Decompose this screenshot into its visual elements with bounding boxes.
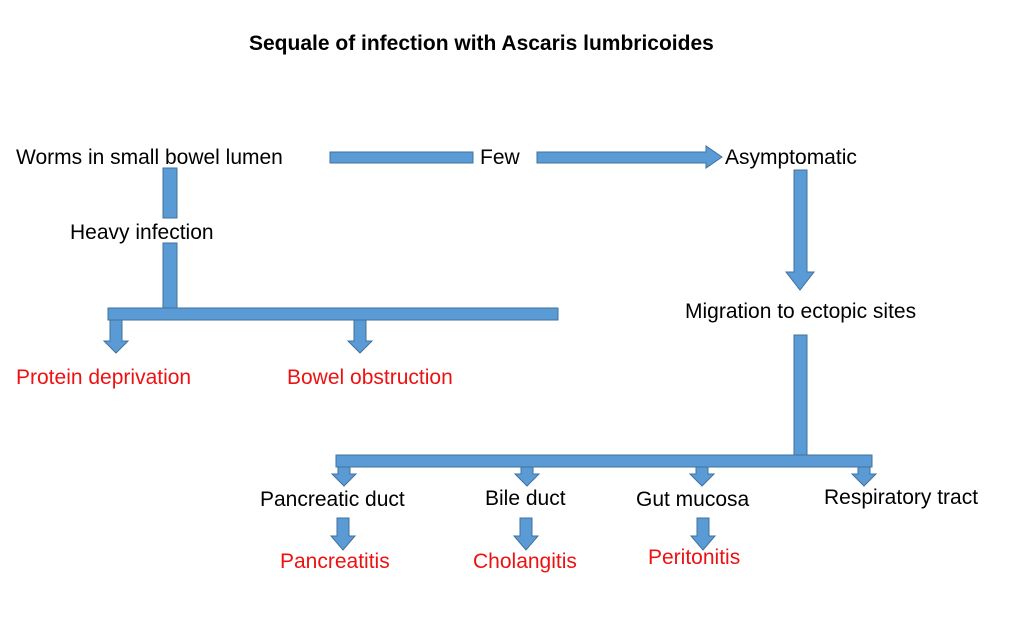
node-few: Few bbox=[480, 146, 520, 169]
arrow-few-to-asymptomatic bbox=[536, 145, 723, 169]
arrow-asymptomatic-to-migration bbox=[784, 169, 816, 291]
outcome-peritonitis: Peritonitis bbox=[648, 546, 741, 569]
node-migration-to-ectopic-sites: Migration to ectopic sites bbox=[685, 300, 917, 323]
connector-heavy-to-branch bbox=[162, 242, 178, 310]
node-gut-mucosa: Gut mucosa bbox=[636, 488, 750, 511]
outcome-bowel-obstruction: Bowel obstruction bbox=[287, 366, 453, 389]
arrow-to-peritonitis bbox=[689, 517, 717, 551]
node-worms-in-small-bowel-lumen: Worms in small bowel lumen bbox=[16, 146, 283, 169]
diagram-title: Sequale of infection with Ascaris lumbri… bbox=[249, 32, 714, 55]
connector-worms-to-heavy bbox=[162, 167, 178, 219]
arrow-to-cholangitis bbox=[512, 517, 540, 551]
arrow-to-pancreatic-duct bbox=[330, 466, 358, 487]
arrow-to-bowel-obstruction bbox=[346, 319, 374, 354]
outcome-cholangitis: Cholangitis bbox=[473, 550, 577, 573]
arrow-to-bile-duct bbox=[513, 466, 541, 487]
arrow-to-respiratory-tract bbox=[850, 466, 878, 487]
branch-bar-ectopic bbox=[335, 454, 873, 468]
arrow-to-gut-mucosa bbox=[688, 466, 716, 487]
node-bile-duct: Bile duct bbox=[485, 487, 566, 510]
outcome-protein-deprivation: Protein deprivation bbox=[16, 366, 192, 389]
arrow-worms-to-few bbox=[329, 151, 474, 164]
arrow-to-protein-deprivation bbox=[102, 319, 130, 354]
connector-migration-to-branch bbox=[793, 334, 808, 458]
node-respiratory-tract: Respiratory tract bbox=[824, 486, 979, 509]
branch-bar-heavy bbox=[107, 307, 559, 321]
arrow-to-pancreatitis bbox=[329, 517, 357, 551]
node-asymptomatic: Asymptomatic bbox=[725, 146, 857, 169]
node-heavy-infection: Heavy infection bbox=[70, 221, 214, 244]
node-pancreatic-duct: Pancreatic duct bbox=[260, 488, 405, 511]
outcome-pancreatitis: Pancreatitis bbox=[280, 550, 390, 573]
